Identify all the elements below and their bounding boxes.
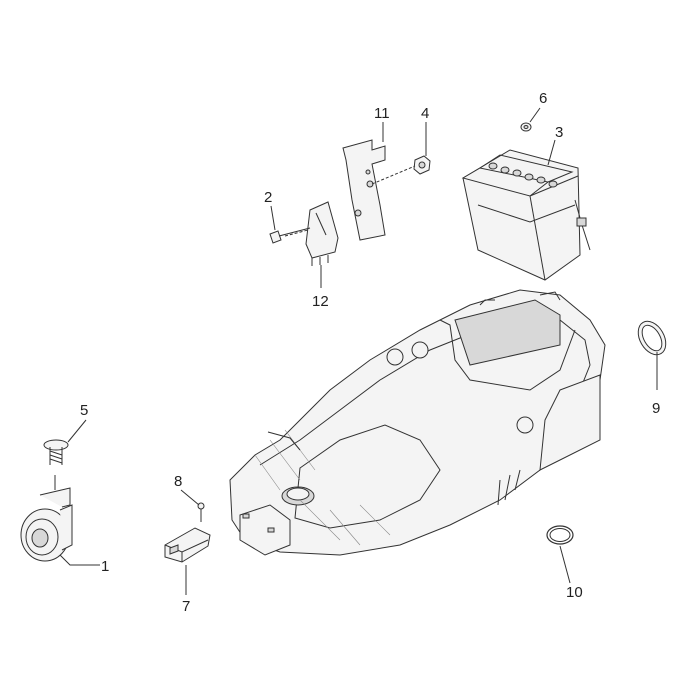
callout-5: 5 xyxy=(80,402,88,419)
callout-labels: 1 2 3 4 5 6 7 8 9 10 11 12 xyxy=(80,90,660,615)
callout-2: 2 xyxy=(264,189,272,206)
callout-1: 1 xyxy=(101,558,109,575)
callout-9: 9 xyxy=(652,400,660,417)
screw-2-part xyxy=(269,227,311,244)
nut-4-part xyxy=(413,155,431,175)
underseat-compartment-part xyxy=(229,289,606,556)
assembly-lines xyxy=(284,165,416,237)
callout-6: 6 xyxy=(539,90,547,107)
callout-3: 3 xyxy=(555,124,563,141)
battery-part xyxy=(461,149,591,281)
oring-part xyxy=(546,525,574,545)
callout-4: 4 xyxy=(421,105,429,122)
callout-11: 11 xyxy=(374,105,390,122)
bracket-part xyxy=(342,139,386,241)
callout-8: 8 xyxy=(174,473,182,490)
callout-12: 12 xyxy=(312,293,329,310)
washer-6-part xyxy=(520,122,532,132)
clamp-part xyxy=(637,320,667,356)
horn-part xyxy=(20,475,73,562)
leader-lines xyxy=(59,107,658,595)
screw-5-part xyxy=(43,439,69,465)
relay-part xyxy=(305,201,339,266)
screw-8-part xyxy=(197,502,205,522)
callout-7: 7 xyxy=(182,598,190,615)
callout-10: 10 xyxy=(566,584,583,601)
flasher-part xyxy=(164,527,211,563)
